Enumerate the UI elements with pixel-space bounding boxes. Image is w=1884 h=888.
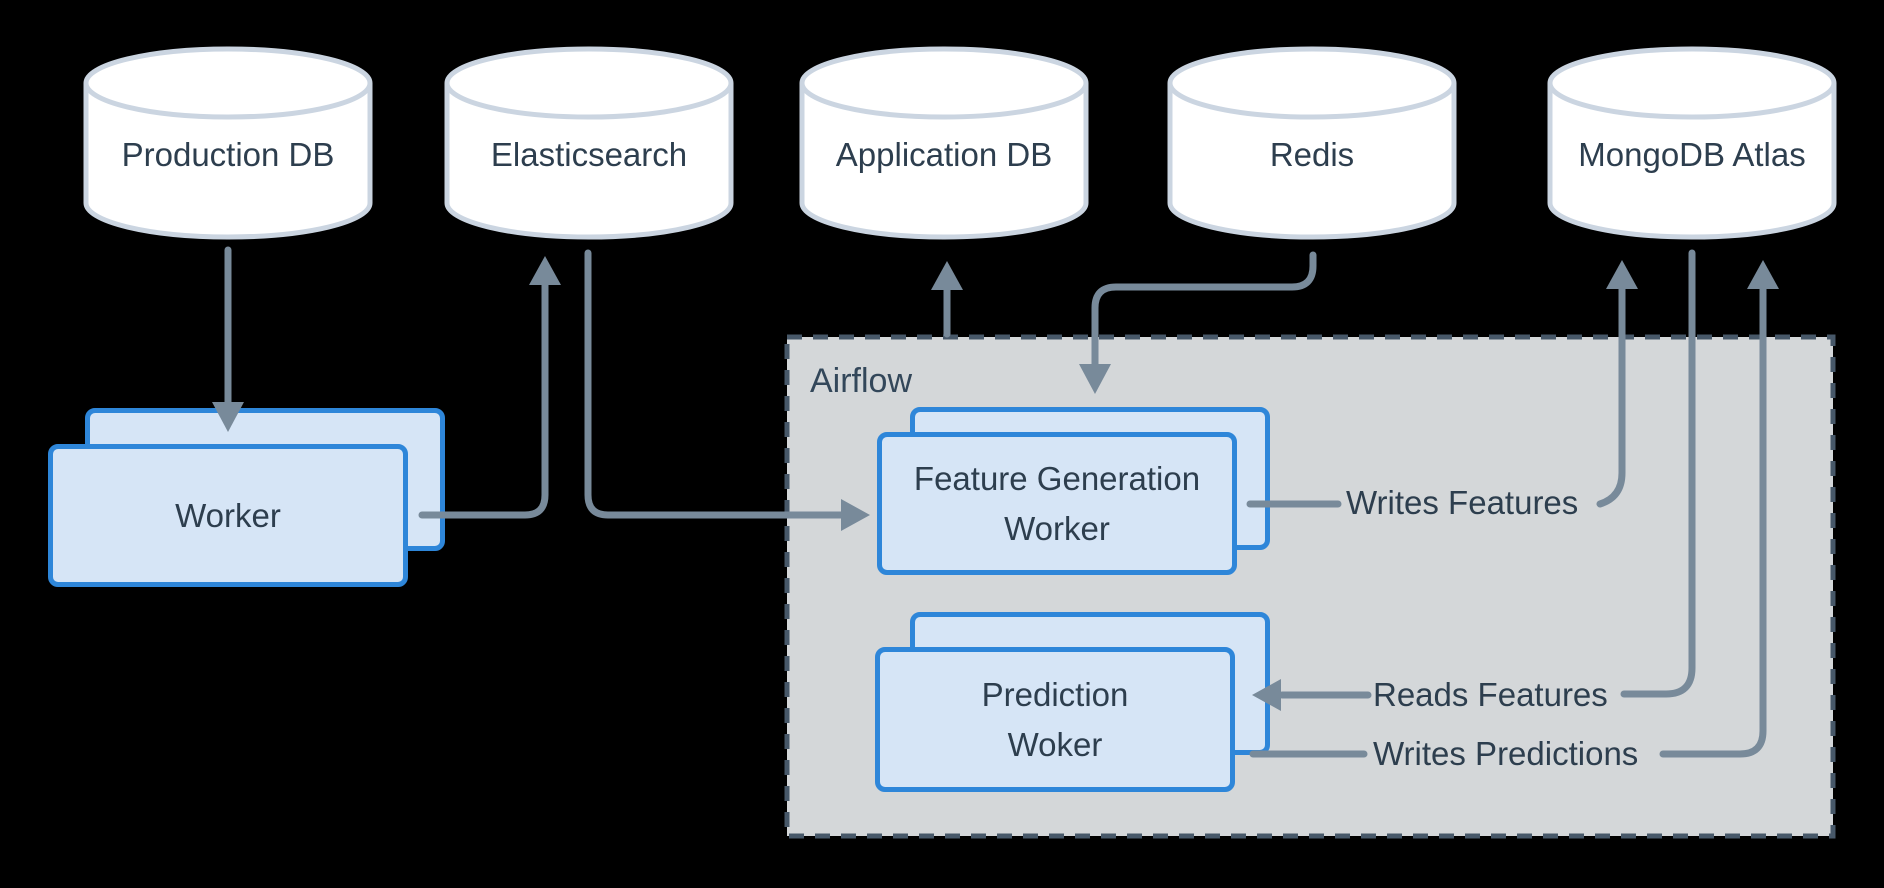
prediction-worker-node: Prediction Woker: [875, 647, 1235, 792]
arrowhead-up-into-application-db: [931, 261, 963, 290]
edge-mongodb-to-reads-features: [1620, 249, 1696, 698]
database-application-db: Application DB: [799, 45, 1089, 241]
database-production-db: Production DB: [83, 45, 373, 241]
arrowhead-right-into-feature-generation-worker: [841, 499, 870, 531]
edge-writes-features-to-mongodb: [1596, 284, 1626, 508]
feature-generation-worker-label-line1: Feature Generation: [913, 459, 1201, 497]
arrowhead-down-into-feature-generation-worker: [1079, 364, 1111, 394]
prediction-worker-label-line2: Woker: [1007, 725, 1103, 763]
feature-generation-worker-label-line2: Worker: [1004, 509, 1110, 547]
feature-generation-worker-node: Feature Generation Worker: [877, 432, 1237, 575]
database-elasticsearch: Elasticsearch: [444, 45, 734, 241]
cylinder-icon: [444, 46, 734, 240]
database-label: Production DB: [121, 136, 335, 173]
edge-redis-to-feature-generation-worker: [1091, 251, 1317, 370]
arrowhead-up-into-elasticsearch: [529, 256, 561, 285]
database-label: MongoDB Atlas: [1578, 136, 1806, 173]
database-mongodb-atlas: MongoDB Atlas: [1547, 45, 1837, 241]
cylinder-icon: [799, 46, 1089, 240]
edge-label-reads-features: Reads Features: [1373, 676, 1608, 713]
worker-node: Worker: [48, 444, 408, 587]
arrowhead-up-into-mongodb-writes-features: [1606, 260, 1638, 289]
worker-node-label: Worker: [175, 496, 281, 534]
edge-worker-to-elasticsearch: [418, 280, 549, 519]
cylinder-icon: [1547, 46, 1837, 240]
edge-label-writes-features: Writes Features: [1346, 484, 1579, 521]
cylinder-icon: [1167, 46, 1457, 240]
database-label: Redis: [1269, 136, 1355, 173]
edge-writes-predictions-to-mongodb: [1659, 284, 1767, 758]
edge-elasticsearch-to-feature-generation-worker: [584, 249, 846, 519]
arrowhead-down-into-worker: [212, 402, 244, 432]
arrowhead-left-into-prediction-worker: [1252, 679, 1281, 711]
edge-label-writes-predictions: Writes Predictions: [1373, 735, 1639, 772]
arrowhead-up-into-mongodb-writes-predictions: [1747, 260, 1779, 289]
prediction-worker-label-line1: Prediction: [981, 675, 1129, 713]
database-label: Elasticsearch: [490, 136, 688, 173]
cylinder-icon: [83, 46, 373, 240]
database-redis: Redis: [1167, 45, 1457, 241]
database-label: Application DB: [835, 136, 1053, 173]
airflow-group-label: Airflow: [810, 362, 913, 400]
